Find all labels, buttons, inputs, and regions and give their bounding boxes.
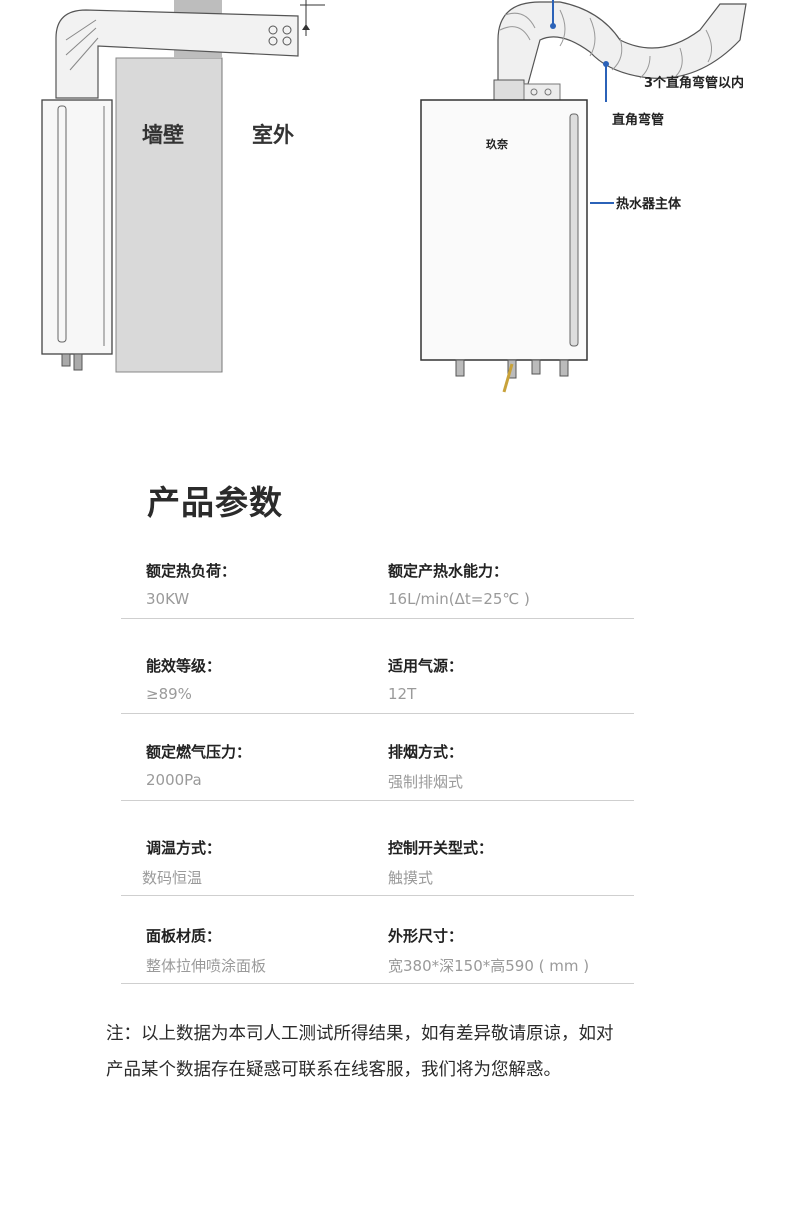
spec-value: ≥89% [146, 685, 192, 703]
spec-label: 外形尺寸： [388, 927, 464, 945]
spec-efficiency-grade: 能效等级： ≥89% [146, 655, 221, 703]
spec-value: 30KW [146, 590, 190, 608]
spec-label: 排烟方式： [388, 743, 464, 761]
spec-rated-heat-load: 额定热负荷： 30KW [146, 560, 236, 608]
flex-duct-icon [497, 1, 747, 85]
note-line-2: 产品某个数据存在疑惑可联系在线客服，我们将为您解惑。 [106, 1060, 561, 1080]
spec-dimensions: 外形尺寸： 宽380*深150*高590 ( mm ) [388, 925, 589, 976]
callout-elbows-label: 3个直角弯管以内 [644, 75, 744, 91]
spec-gas-pressure: 额定燃气压力： 2000Pa [146, 741, 251, 789]
wall-shape [115, 57, 223, 373]
callout-elbow-label: 直角弯管 [612, 112, 664, 128]
spec-value: 数码恒温 [142, 869, 203, 887]
spec-value: 宽380*深150*高590 ( mm ) [388, 957, 590, 975]
heater-front-view [420, 99, 588, 361]
spec-value: 12T [388, 685, 417, 703]
section-title: 产品参数 [147, 483, 283, 522]
spec-row-5: 面板材质： 整体拉伸喷涂面板 外形尺寸： 宽380*深150*高590 ( mm… [121, 925, 634, 984]
disclaimer-note: 注：以上数据为本司人工测试所得结果，如有差异敬请原谅，如对 产品某个数据存在疑惑… [106, 1016, 706, 1088]
spec-value: 2000Pa [146, 771, 202, 789]
spec-label: 额定热负荷： [146, 562, 237, 580]
spec-value: 整体拉伸喷涂面板 [146, 957, 267, 975]
installation-illustration: 墙壁 室外 玖奈 3个直角弯管以内 直角弯管 热水器主体 [41, 0, 747, 393]
spec-row-1: 额定热负荷： 30KW 额定产热水能力： 16L/min(Δt=25℃ ) [121, 560, 634, 619]
spec-panel-material: 面板材质： 整体拉伸喷涂面板 [146, 925, 266, 976]
spec-hot-water-capacity: 额定产热水能力： 16L/min(Δt=25℃ ) [388, 560, 530, 608]
spec-label: 额定产热水能力： [388, 562, 509, 580]
spec-exhaust-method: 排烟方式： 强制排烟式 [388, 741, 463, 792]
brand-logo: 玖奈 [486, 137, 509, 151]
note-line-1: 注：以上数据为本司人工测试所得结果，如有差异敬请原谅，如对 [106, 1024, 614, 1044]
spec-row-4: 调温方式： 数码恒温 控制开关型式： 触摸式 [121, 837, 634, 896]
callout-body-label: 热水器主体 [616, 196, 682, 212]
spec-label: 控制开关型式： [388, 839, 494, 857]
heater-side-view [41, 99, 113, 355]
spec-label: 面板材质： [146, 927, 222, 945]
spec-label: 适用气源： [388, 657, 464, 675]
spec-value: 16L/min(Δt=25℃ ) [388, 590, 530, 608]
spec-value: 强制排烟式 [388, 773, 464, 791]
spec-label: 额定燃气压力： [146, 743, 252, 761]
outdoor-label: 室外 [252, 123, 294, 147]
wall-label: 墙壁 [142, 123, 184, 147]
spec-label: 能效等级： [146, 657, 222, 675]
spec-switch-type: 控制开关型式： 触摸式 [388, 837, 493, 888]
spec-row-3: 额定燃气压力： 2000Pa 排烟方式： 强制排烟式 [121, 741, 634, 801]
spec-label: 调温方式： [146, 839, 222, 857]
spec-value: 触摸式 [388, 869, 434, 887]
spec-gas-source: 适用气源： 12T [388, 655, 463, 703]
spec-row-2: 能效等级： ≥89% 适用气源： 12T [121, 655, 634, 714]
spec-temp-control: 调温方式： 数码恒温 [142, 837, 222, 888]
flue-pipe-icon [55, 9, 299, 99]
